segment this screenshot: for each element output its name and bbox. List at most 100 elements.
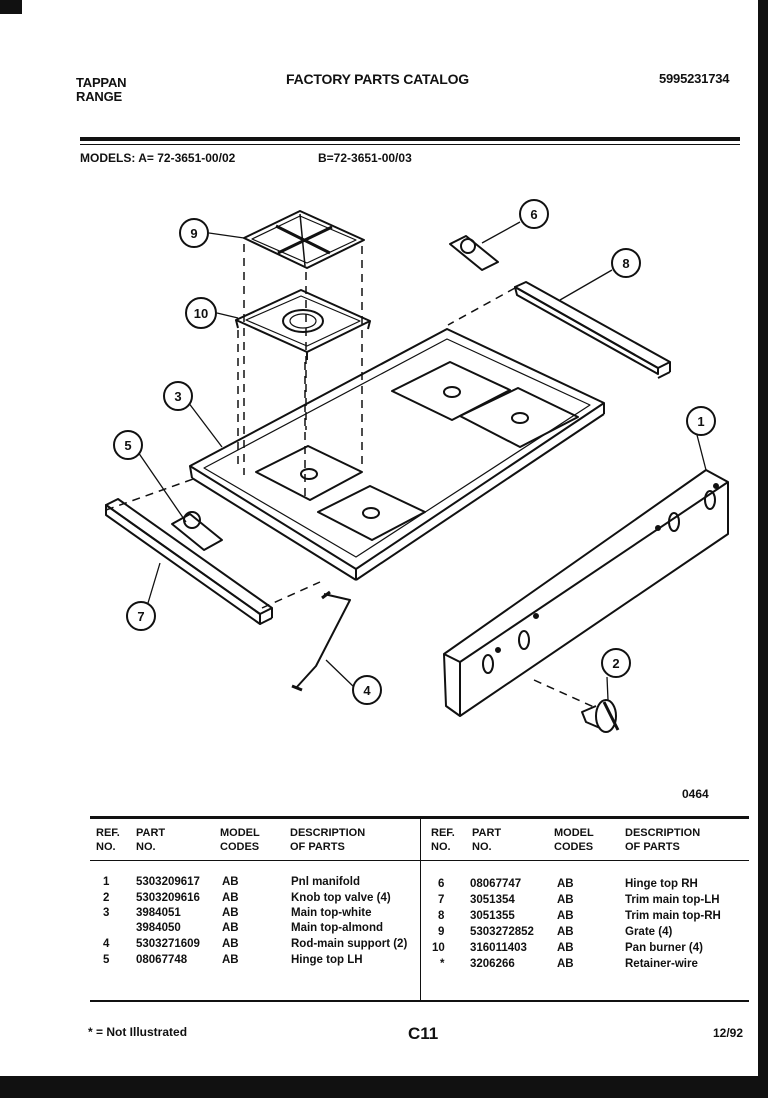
callout-6: 6 (519, 199, 549, 229)
left-row-0-desc: Pnl manifold (291, 876, 360, 888)
callout-5: 5 (113, 430, 143, 460)
alignment-lines (105, 244, 597, 709)
left-row-4-desc: Rod-main support (2) (291, 938, 408, 950)
header-desc-line2: OF PARTS (625, 841, 680, 853)
header-part-line2: NO. (136, 841, 156, 853)
header-model-right: MODEL CODES (554, 826, 594, 854)
svg-text:3: 3 (174, 389, 181, 404)
leader-lines (137, 221, 707, 701)
catalog-title: FACTORY PARTS CATALOG (286, 71, 469, 87)
header-rule-thick (80, 137, 740, 141)
left-row-1-part: 5303209616 (136, 892, 200, 904)
left-row-1-ref: 2 (103, 892, 110, 904)
left-row-2-desc: Main top-white (291, 907, 372, 919)
header-model-line1: MODEL (220, 827, 260, 839)
header-ref-line2: NO. (96, 841, 116, 853)
models-label-a: MODELS: A= 72-3651-00/02 (80, 151, 236, 165)
left-row-0-ref: 1 (103, 876, 110, 888)
header-model-line2: CODES (554, 841, 594, 853)
callout-9: 9 (179, 218, 209, 248)
left-row-5-part: 08067748 (136, 954, 188, 966)
left-row-1-model: AB (222, 892, 239, 904)
callout-2: 2 (601, 648, 631, 678)
right-row-2-part: 3051355 (470, 910, 515, 922)
models-label-b: B=72-3651-00/03 (318, 151, 412, 165)
scan-border-bottom (0, 1076, 768, 1098)
right-row-1-model: AB (557, 894, 574, 906)
header-ref-line1: REF. (96, 827, 120, 839)
left-row-5-ref: 5 (103, 954, 110, 966)
header-ref-line1: REF. (431, 827, 455, 839)
svg-text:10: 10 (194, 306, 208, 321)
brand-name: TAPPAN RANGE (76, 76, 166, 104)
header-desc-line2: OF PARTS (290, 841, 345, 853)
header-part-left: PART NO. (136, 826, 165, 854)
table-rule-bottom (90, 1000, 749, 1002)
header-model-line1: MODEL (554, 827, 594, 839)
left-row-3-model: AB (222, 922, 239, 934)
page-date: 12/92 (713, 1026, 744, 1040)
left-row-4-part: 5303271609 (136, 938, 200, 950)
right-row-5-model: AB (557, 958, 574, 970)
svg-text:5: 5 (124, 438, 131, 453)
grate-part (243, 210, 365, 269)
table-column-divider (420, 816, 421, 1002)
left-row-2-ref: 3 (103, 907, 110, 919)
callout-7: 7 (126, 601, 156, 631)
callout-3: 3 (163, 381, 193, 411)
header-desc-left: DESCRIPTION OF PARTS (290, 826, 365, 854)
callout-8: 8 (611, 248, 641, 278)
header-part-line1: PART (472, 827, 502, 839)
trim-rh-part (514, 281, 671, 379)
catalog-number: 5995231734 (659, 71, 730, 86)
header-model-line2: CODES (220, 841, 260, 853)
right-row-4-desc: Pan burner (4) (625, 942, 703, 954)
header-part-line1: PART (136, 827, 166, 839)
right-row-4-ref: 10 (432, 942, 445, 954)
svg-text:7: 7 (137, 609, 144, 624)
callout-10: 10 (185, 297, 217, 329)
left-row-3-part: 3984050 (136, 922, 181, 934)
svg-text:9: 9 (190, 226, 197, 241)
svg-text:8: 8 (622, 256, 629, 271)
header-ref-line2: NO. (431, 841, 451, 853)
brand-line-2: RANGE (76, 89, 122, 104)
left-row-0-part: 5303209617 (136, 876, 200, 888)
left-row-5-desc: Hinge top LH (291, 954, 363, 966)
header-part-right: PART NO. (472, 826, 501, 854)
left-row-0-model: AB (222, 876, 239, 888)
header-desc-line1: DESCRIPTION (625, 827, 701, 839)
right-row-0-ref: 6 (438, 878, 445, 890)
table-rule-header (90, 860, 749, 861)
right-row-4-part: 316011403 (470, 942, 527, 954)
header-ref-left: REF. NO. (96, 826, 120, 854)
header-ref-right: REF. NO. (431, 826, 455, 854)
right-row-0-desc: Hinge top RH (625, 878, 698, 890)
right-row-2-desc: Trim main top-RH (625, 910, 721, 922)
support-rod-part (291, 590, 351, 692)
left-row-3-desc: Main top-almond (291, 922, 383, 934)
right-row-3-desc: Grate (4) (625, 926, 673, 938)
left-row-4-model: AB (222, 938, 239, 950)
page-code: C11 (408, 1024, 439, 1043)
hinge-rh-part (449, 235, 499, 271)
right-row-4-model: AB (557, 942, 574, 954)
trim-lh-part (105, 498, 273, 625)
right-row-1-ref: 7 (438, 894, 445, 906)
callout-1: 1 (686, 406, 716, 436)
left-row-5-model: AB (222, 954, 239, 966)
left-row-1-desc: Knob top valve (4) (291, 892, 391, 904)
right-row-3-part: 5303272852 (470, 926, 534, 938)
table-rule-top (90, 816, 749, 819)
right-row-5-desc: Retainer-wire (625, 958, 698, 970)
main-top-part (189, 328, 605, 581)
svg-text:4: 4 (363, 683, 371, 698)
header-desc-right: DESCRIPTION OF PARTS (625, 826, 700, 854)
header-model-left: MODEL CODES (220, 826, 260, 854)
svg-text:1: 1 (697, 414, 704, 429)
right-row-2-model: AB (557, 910, 574, 922)
right-row-3-model: AB (557, 926, 574, 938)
footnote: * = Not Illustrated (88, 1025, 188, 1039)
brand-line-1: TAPPAN (76, 75, 127, 90)
callout-4: 4 (352, 675, 382, 705)
